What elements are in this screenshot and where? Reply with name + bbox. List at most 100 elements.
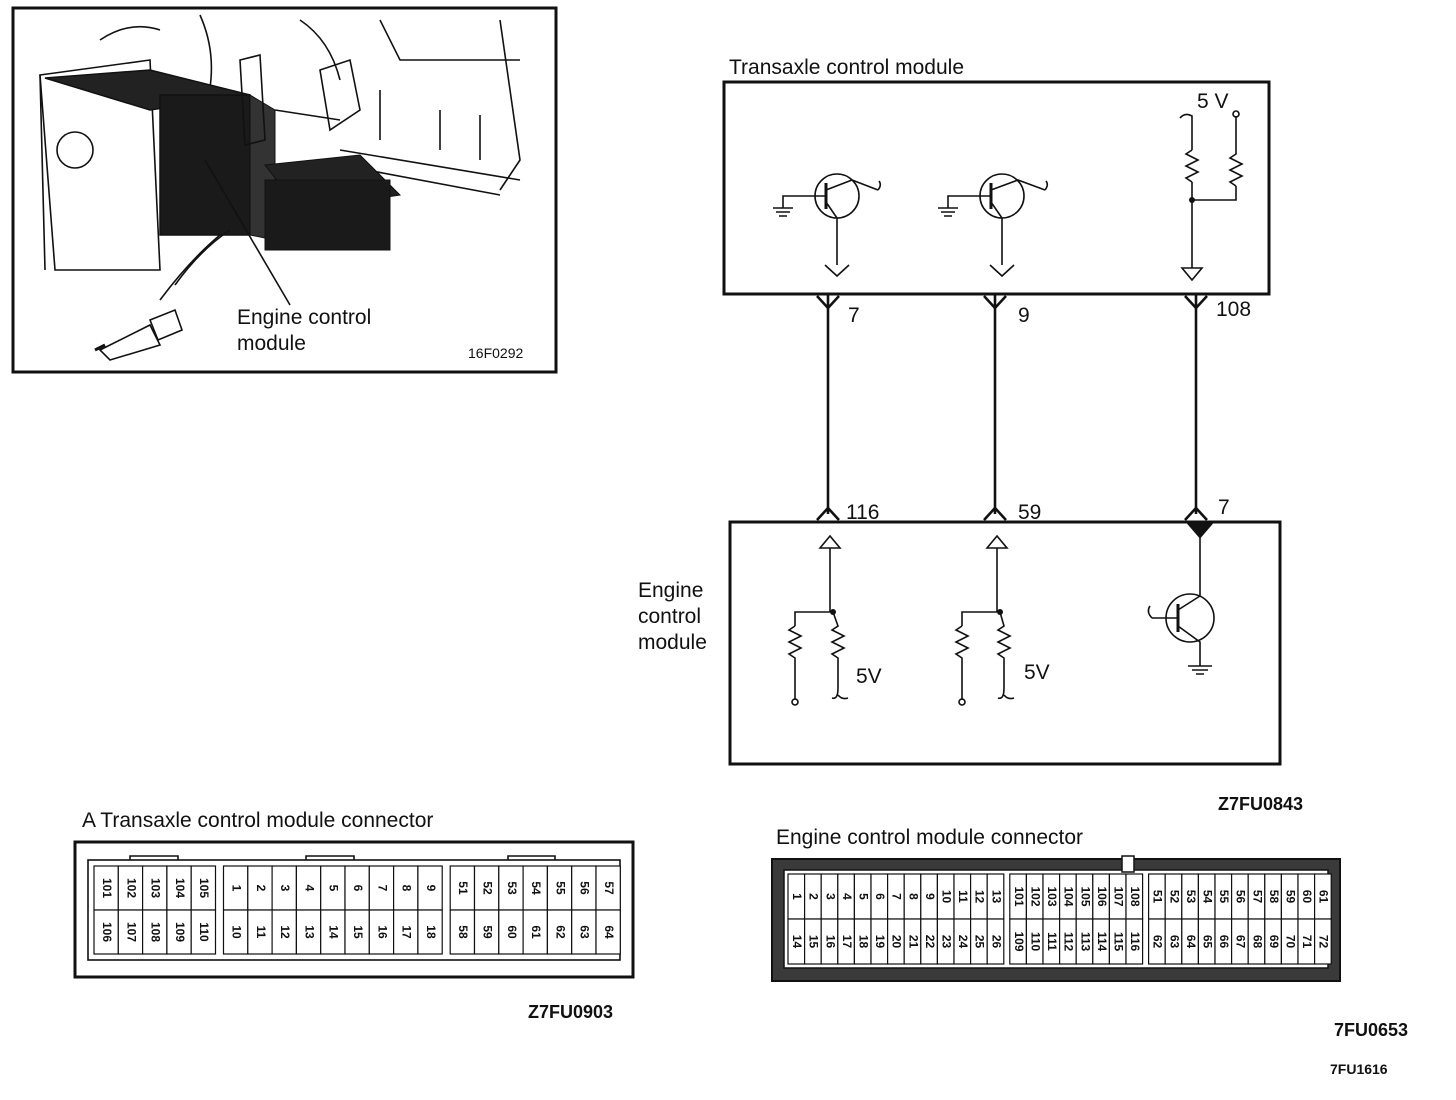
connector-pin-label: 63 [1167,935,1181,949]
connector-pin-label: 51 [1151,890,1165,904]
connector-pin-label: 61 [1317,890,1331,904]
connector-pin-label: 66 [1217,935,1231,949]
connector-pin-label: 71 [1300,935,1314,949]
connector-pin-cell [1125,918,1144,965]
connector-pin-label: 53 [1184,890,1198,904]
connector-pin-label: 59 [480,925,494,939]
tcm-box [722,80,1271,296]
connector-pin-label: 52 [1167,890,1181,904]
connector-pin-cell [571,909,597,955]
connector-pin-label: 111 [1045,932,1059,951]
connector-pin-label: 4 [302,885,316,892]
connector-pin-cell [417,909,443,955]
ecm-label-line1: Engine [638,579,703,602]
connector-pin-label: 64 [1184,935,1198,949]
connector-pin-label: 8 [400,885,414,892]
tcm-transistor-1 [773,173,882,278]
photo-frame [11,6,558,374]
photo-panel: Engine control module 16F0292 [11,6,558,374]
connector-pin-label: 102 [1029,886,1043,906]
connector-pin-label: 13 [302,925,316,939]
connector-pin-label: 106 [1095,886,1109,906]
connector-pin-label: 24 [956,935,970,949]
footer-code: 7FU1616 [1330,1061,1388,1077]
photo-code: 16F0292 [468,345,523,361]
connector-pin-label: 1 [790,893,804,900]
connector-pin-label: 107 [124,922,138,942]
connector-pin-label: 104 [1062,886,1076,906]
ecm-pin-7: 7 [1218,496,1230,519]
connector-pin-label: 10 [229,925,243,939]
connector-pin-label: 109 [173,922,187,942]
connector-pin-label: 63 [578,925,592,939]
connector-pin-cell [571,865,597,911]
connector-pin-label: 3 [278,885,292,892]
connector-pin-cell [595,865,621,911]
connector-pin-cell [93,865,119,911]
connector-pin-cell [295,865,322,911]
connector-pin-label: 57 [1250,890,1264,904]
connector-pin-label: 59 [1284,890,1298,904]
tcm-connector-code: Z7FU0903 [528,1002,613,1022]
circuit-code: Z7FU0843 [1218,794,1303,814]
ecm-box [728,520,1282,766]
circuit-diagram: Transaxle control module 5 V [638,56,1303,814]
tcm-pin-9: 9 [1018,304,1030,327]
connector-pin-cell [368,909,395,955]
connector-pin-label: 103 [149,878,163,898]
connector-pin-label: 8 [906,893,920,900]
connector-pin-label: 69 [1267,935,1281,949]
connector-pin-label: 55 [553,881,567,895]
connector-pin-label: 55 [1217,890,1231,904]
connector-pin-label: 103 [1045,886,1059,906]
connector-pin-label: 25 [973,935,987,949]
ecm-pin-116: 116 [846,501,879,524]
connector-pin-label: 7 [375,885,389,892]
connector-pin-label: 58 [1267,890,1281,904]
wires [816,294,1208,521]
connector-pin-label: 17 [400,925,414,939]
connector-pin-label: 113 [1078,932,1092,952]
connector-pin-label: 60 [505,925,519,939]
connector-pin-label: 20 [890,935,904,949]
ecm-voltage-1: 5V [856,665,882,688]
connector-pin-label: 101 [1012,886,1026,906]
module-illustration [39,14,521,361]
connector-pin-label: 19 [873,935,887,949]
connector-pin-label: 101 [100,878,114,898]
connector-pin-cell [117,865,144,911]
connector-pin-label: 114 [1095,932,1109,952]
connector-pin-cell [142,865,168,911]
tcm-transistor-2 [938,173,1049,278]
ecm-input-circuit-2 [954,534,1015,706]
connector-pin-label: 62 [1151,935,1165,949]
connector-pin-label: 11 [956,890,970,903]
connector-pin-label: 67 [1234,935,1248,949]
connector-pin-cell [522,909,548,955]
connector-pin-cell [117,909,144,955]
connector-pin-cell [320,909,346,955]
tcm-pin-108: 108 [1216,298,1251,321]
connector-pin-label: 64 [602,925,616,939]
connector-pin-cell [473,909,500,955]
connector-pin-label: 51 [456,881,470,895]
ecm-connector-code: 7FU0653 [1334,1020,1408,1040]
connector-pin-cell [190,909,217,955]
connector-pin-label: 112 [1062,932,1076,952]
connector-pin-label: 5 [327,885,341,892]
connector-pin-label: 53 [505,881,519,895]
connector-pin-label: 56 [578,881,592,895]
ecm-connector-title: Engine control module connector [776,826,1083,849]
connector-pin-cell [393,909,419,955]
ecm-output-transistor [1147,523,1215,675]
ecm-voltage-2: 5V [1024,661,1050,684]
ecm-connector-pins: 1142153164175186197208219221023112412251… [787,873,1332,965]
connector-pin-label: 105 [197,878,211,898]
connector-pin-cell [595,909,621,955]
connector-pin-label: 109 [1012,931,1026,951]
tcm-pin-7: 7 [848,304,860,327]
connector-pin-cell [368,865,395,911]
connector-pin-label: 60 [1300,890,1314,904]
ecm-input-circuit-1 [787,534,849,706]
connector-pin-label: 2 [807,893,821,900]
